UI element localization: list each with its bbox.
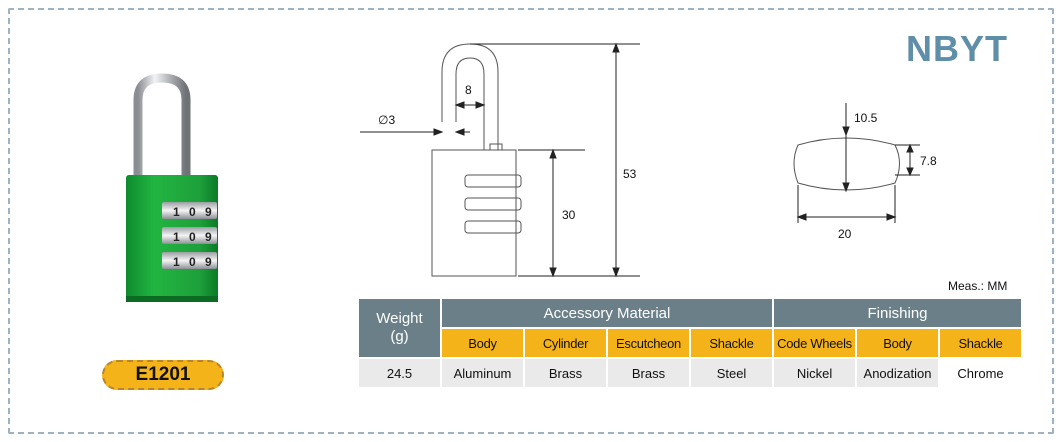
- column-header: Shackle: [940, 329, 1022, 357]
- column-header: Body: [442, 329, 523, 357]
- table-cell: Steel: [691, 359, 773, 387]
- table-row: Body Cylinder Escutcheon Shackle Code Wh…: [359, 329, 1022, 357]
- dim-wheel-diameter: 20: [838, 227, 852, 241]
- padlock-photo: 1 0 9 1 0 9 1 0 9: [126, 73, 218, 302]
- dim-wheel-inner: 7.8: [920, 154, 937, 168]
- weight-header-line2: (g): [390, 328, 409, 345]
- units-note: Meas.: MM: [948, 279, 1008, 293]
- dial-digit: 9: [205, 230, 212, 244]
- table-cell: Chrome: [940, 359, 1022, 387]
- weight-header: Weight (g): [359, 299, 440, 357]
- weight-header-line1: Weight: [376, 310, 423, 327]
- dim-body-height: 30: [562, 208, 576, 222]
- dim-wheel-height: 10.5: [854, 111, 878, 125]
- dim-shackle-gap: 8: [465, 83, 472, 97]
- dial-row-1: 1 0 9: [162, 202, 217, 219]
- table-cell: Aluminum: [442, 359, 523, 387]
- column-header: Shackle: [691, 329, 773, 357]
- column-header: Code Wheels: [774, 329, 856, 357]
- dial-digit: 1: [173, 230, 180, 244]
- dial-row-2: 1 0 9: [162, 227, 217, 244]
- column-header: Body: [857, 329, 939, 357]
- technical-drawing: 8 ∅3 53 30: [360, 42, 640, 278]
- table-row: 24.5 Aluminum Brass Brass Steel Nickel A…: [359, 359, 1022, 387]
- dial-digit: 1: [173, 255, 180, 269]
- table-cell: Nickel: [774, 359, 856, 387]
- spec-table: Weight (g) Accessory Material Finishing …: [357, 297, 1023, 389]
- table-cell: 24.5: [359, 359, 440, 387]
- group-header-accessory: Accessory Material: [442, 299, 773, 327]
- table-cell: Brass: [608, 359, 689, 387]
- column-header: Escutcheon: [608, 329, 689, 357]
- code-wheel-drawing: 10.5 7.8 20: [793, 103, 937, 241]
- dial-digit: 9: [205, 205, 212, 219]
- dial-digit: 9: [205, 255, 212, 269]
- table-cell: Brass: [525, 359, 606, 387]
- dial-digit: 0: [189, 230, 196, 244]
- brand-logo: NBYT: [906, 28, 1008, 69]
- table-cell: Anodization: [857, 359, 939, 387]
- dial-digit: 0: [189, 205, 196, 219]
- table-row: Weight (g) Accessory Material Finishing: [359, 299, 1022, 357]
- model-badge: E1201: [102, 360, 224, 390]
- body-outline: [431, 149, 517, 277]
- group-header-finishing: Finishing: [774, 299, 1022, 327]
- dim-total-height: 53: [623, 167, 637, 181]
- dial-row-3: 1 0 9: [162, 252, 217, 269]
- page-frame: [8, 8, 1054, 434]
- dial-digit: 0: [189, 255, 196, 269]
- shackle-outline: [441, 43, 499, 150]
- wheel-outline: [793, 137, 900, 191]
- column-header: Cylinder: [525, 329, 606, 357]
- dial-digit: 1: [173, 205, 180, 219]
- dim-shackle-diameter: ∅3: [378, 113, 395, 127]
